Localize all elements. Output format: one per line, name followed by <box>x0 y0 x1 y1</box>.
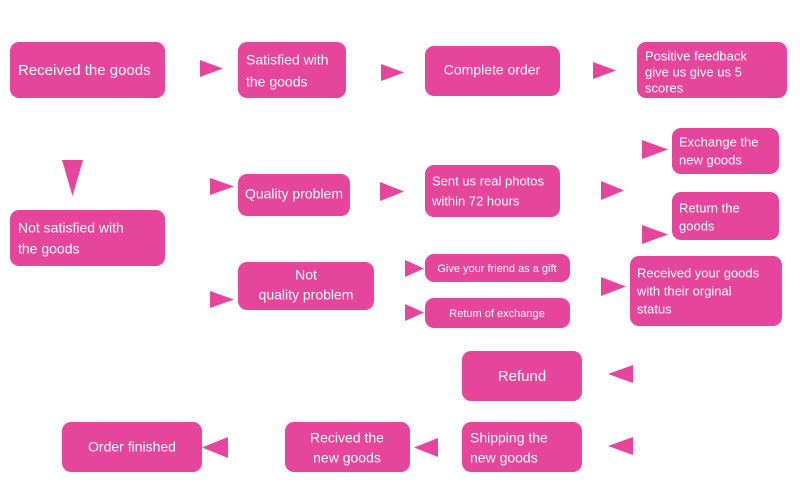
node-label-shipping-line2: new goods <box>470 450 538 466</box>
edge-quality-to-photos <box>380 182 404 201</box>
node-label-not-satisfied-line2: the goods <box>18 241 80 257</box>
edge-notquality-split <box>374 264 407 312</box>
node-label-feedback-line3: scores <box>645 80 684 95</box>
edge-received-to-satisfied <box>200 60 223 77</box>
node-not-satisfied[interactable]: Not satisfied with the goods <box>10 210 165 266</box>
node-label-sent-photos-line1: Sent us real photos <box>432 173 545 188</box>
edge-notsatisfied-to-notquality <box>210 291 234 308</box>
edge-notquality-to-gift <box>405 260 424 277</box>
edge-notsatisfied-split <box>165 182 200 304</box>
node-quality-problem[interactable]: Quality problem <box>238 174 350 216</box>
node-label-exchange-line1: Exchange the <box>679 134 759 149</box>
node-label-refund: Refund <box>498 368 546 385</box>
node-label-received-new-line2: new goods <box>313 450 381 466</box>
node-give-friend-gift[interactable]: Give your friend as a gift <box>425 254 570 282</box>
edge-received-original-to-refund <box>608 365 633 383</box>
node-satisfied-with-the-goods[interactable]: Satisfied with the goods <box>238 42 346 98</box>
node-received-the-goods[interactable]: Received the goods <box>10 42 165 98</box>
node-received-original-status[interactable]: Received your goods with their orginal s… <box>630 256 782 326</box>
edge-return-down <box>779 210 788 218</box>
node-received-new-goods[interactable]: Recived the new goods <box>285 422 410 472</box>
edge-received-new-to-finished <box>202 437 228 458</box>
node-layer: Received the goods Satisfied with the go… <box>10 42 787 472</box>
node-label-order-finished: Order finished <box>88 439 176 455</box>
node-label-received-original-line2: with their orginal <box>636 283 732 298</box>
edge-satisfied-to-complete <box>381 64 404 81</box>
node-label-give-friend-gift: Give your friend as a gift <box>437 263 556 275</box>
node-label-received-original-line3: status <box>637 301 672 316</box>
node-complete-order[interactable]: Complete order <box>425 46 560 96</box>
node-label-received-new-line1: Recived the <box>310 430 384 446</box>
edge-received-original-to-shipping <box>608 437 633 455</box>
edge-shipping-to-received-new <box>414 438 438 457</box>
node-not-quality-problem[interactable]: Not quality problem <box>238 262 374 310</box>
node-label-satisfied-line2: the goods <box>246 74 308 90</box>
node-return-goods[interactable]: Return the goods <box>672 192 779 240</box>
node-label-received-original-line1: Received your goods <box>637 265 760 280</box>
edge-notsatisfied-to-quality <box>210 178 234 195</box>
edge-received-to-notsatisfied <box>62 160 83 196</box>
node-label-sent-photos-line2: within 72 hours <box>431 193 520 208</box>
node-label-satisfied-line1: Satisfied with <box>246 52 328 68</box>
connector-layer <box>62 60 788 458</box>
node-label-feedback-line1: Positive feedback <box>645 48 747 63</box>
node-exchange-new-goods[interactable]: Exchange the new goods <box>672 128 779 174</box>
edge-complete-to-feedback <box>593 62 616 79</box>
edge-notquality-to-exchange <box>405 304 424 321</box>
node-return-of-exchange[interactable]: Retum of exchange <box>425 298 570 328</box>
node-label-not-satisfied-line1: Not satisfied with <box>18 220 124 236</box>
node-label-not-quality-line1: Not <box>295 267 317 283</box>
node-label-shipping-line1: Shipping the <box>470 430 548 446</box>
node-label-exchange-line2: new goods <box>679 152 742 167</box>
node-refund[interactable]: Refund <box>462 351 582 401</box>
node-label-complete-order: Complete order <box>444 62 541 78</box>
node-shipping-new-goods[interactable]: Shipping the new goods <box>462 422 582 472</box>
node-label-quality-problem: Quality problem <box>245 186 343 202</box>
edge-gift-to-received-original <box>601 277 626 296</box>
node-positive-feedback[interactable]: Positive feedback give us give us 5 scor… <box>637 42 787 98</box>
node-label-return-of-exchange: Retum of exchange <box>449 308 544 320</box>
edge-photos-to-exchange <box>642 140 668 159</box>
node-label-feedback-line2: give us give us 5 <box>645 64 742 79</box>
node-label-received-the-goods: Received the goods <box>18 62 151 79</box>
node-label-return-goods-line2: goods <box>679 218 715 233</box>
node-label-return-goods-line1: Return the <box>679 200 740 215</box>
node-order-finished[interactable]: Order finished <box>62 422 202 472</box>
edge-photos-split <box>601 181 624 200</box>
node-label-not-quality-line2: quality problem <box>259 287 354 303</box>
edge-photos-to-return <box>642 225 668 244</box>
node-sent-photos[interactable]: Sent us real photos within 72 hours <box>425 165 560 217</box>
